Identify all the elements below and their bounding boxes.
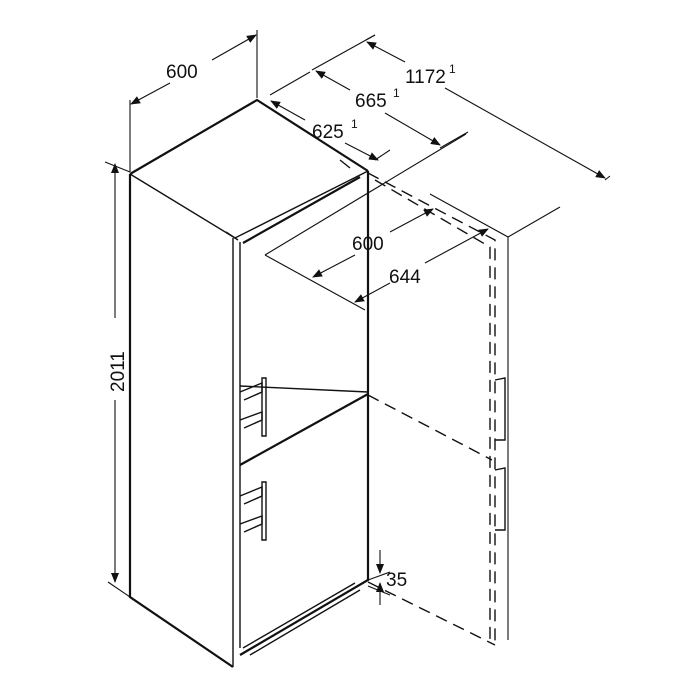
dim-depth-door-label: 665 [355,91,387,112]
footnote-marker: 1 [351,117,358,131]
fridge-body [128,98,370,668]
footnote-marker: 1 [449,62,456,76]
dim-niche-width-label: 600 [352,234,384,255]
dim-plinth: 35 [367,550,407,605]
dim-depth-body-label: 625 [312,122,344,143]
dim-depth-open: 1172 1 [365,34,611,640]
dim-plinth-label: 35 [386,570,407,591]
dim-width-top-label: 600 [166,62,198,83]
dim-height: 2011 [104,161,131,598]
dim-depth-door: 665 1 [311,34,469,149]
dim-height-label: 2011 [108,351,129,392]
dim-niche-width: 600 [264,133,467,311]
lower-door-handle [239,481,267,541]
dim-depth-open-label: 1172 [405,67,446,88]
dim-width-open: 644 [354,228,489,303]
upper-door-handle [239,377,267,437]
dim-depth-body: 625 1 [269,71,391,161]
open-door-outline [367,172,506,646]
dim-width-top: 600 [129,30,258,172]
dim-width-open-label: 644 [389,267,421,288]
footnote-marker: 1 [393,86,400,100]
